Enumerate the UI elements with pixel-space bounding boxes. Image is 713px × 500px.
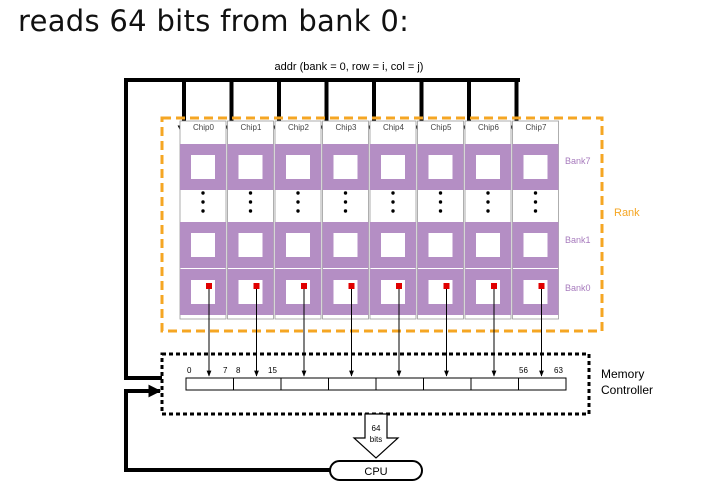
bank0-array	[370, 269, 416, 315]
ellipsis-dot	[201, 191, 205, 195]
chip-array: Chip0 Chip1 Chip2 Chip3 Chip4 Chip5 Chip6 Chip7	[179, 120, 559, 377]
bit-label-15: 15	[268, 366, 277, 375]
slide-heading: reads 64 bits from bank 0:	[18, 4, 410, 38]
bit-label-0: 0	[187, 366, 192, 375]
bank7-array	[227, 144, 274, 190]
ellipsis-dot	[438, 200, 443, 204]
ellipsis-dot	[248, 191, 253, 195]
bank1-array	[227, 222, 274, 268]
bank7-array	[417, 144, 464, 190]
bank0-label: Bank0	[565, 283, 591, 293]
transfer-arrow	[352, 413, 400, 459]
address-label: addr (bank = 0, row = i, col = j)	[275, 61, 424, 73]
bank0-array	[227, 269, 274, 315]
bit-label-63: 63	[554, 366, 563, 375]
bank7-array	[180, 144, 226, 190]
ellipsis-dot	[201, 200, 205, 204]
chip-5: Chip5	[417, 120, 464, 377]
ellipsis-dot	[486, 200, 490, 204]
chip-label: Chip6	[478, 123, 499, 132]
ellipsis-dot	[296, 209, 300, 213]
bank1-array	[512, 222, 559, 268]
bank1-array	[465, 222, 511, 268]
chip-6: Chip6	[464, 120, 512, 377]
bank7-array	[275, 144, 321, 190]
rank-box	[160, 116, 604, 333]
bank7-array	[512, 144, 559, 190]
bank1-array	[180, 222, 226, 268]
bank1-array	[275, 222, 321, 268]
bank0-array	[180, 269, 226, 315]
chip-1: Chip1	[227, 120, 274, 377]
ellipsis-dot	[486, 209, 490, 213]
ellipsis-dot	[533, 209, 538, 213]
ellipsis-dot	[343, 191, 348, 195]
bank1-array	[417, 222, 464, 268]
bank0-array	[322, 269, 369, 315]
ellipsis-dot	[391, 209, 395, 213]
selected-cell-marker	[301, 283, 307, 289]
bank7-array	[322, 144, 369, 190]
chip-label: Chip4	[383, 123, 404, 132]
rank-label: Rank	[614, 207, 640, 219]
bank1-array	[322, 222, 369, 268]
chip-label: Chip5	[431, 123, 452, 132]
cpu-label: CPU	[364, 466, 387, 478]
chip-label: Chip2	[288, 123, 309, 132]
transfer-label-line1: 64	[372, 424, 381, 433]
memory-controller-label-line1: Memory	[601, 367, 644, 381]
selected-cell-marker	[206, 283, 212, 289]
ellipsis-dot	[533, 191, 538, 195]
data-buffer	[185, 377, 567, 391]
ellipsis-dot	[533, 200, 538, 204]
selected-cell-marker	[538, 283, 545, 289]
bit-label-7: 7	[223, 366, 228, 375]
bank0-array	[512, 269, 559, 315]
selected-cell-marker	[253, 283, 260, 289]
ellipsis-dot	[296, 191, 300, 195]
bit-label-8: 8	[236, 366, 241, 375]
chip-2: Chip2	[274, 120, 322, 377]
selected-cell-marker	[348, 283, 355, 289]
bank1-array	[370, 222, 416, 268]
chip-label: Chip7	[526, 123, 547, 132]
bank0-array	[275, 269, 321, 315]
transfer-label-line2: bits	[370, 435, 382, 444]
ellipsis-dot	[486, 191, 490, 195]
selected-cell-marker	[443, 283, 450, 289]
selected-cell-marker	[491, 283, 497, 289]
ellipsis-dot	[296, 200, 300, 204]
ellipsis-dot	[391, 200, 395, 204]
ellipsis-dot	[343, 209, 348, 213]
chip-label: Chip3	[336, 123, 357, 132]
cpu-request-line	[124, 384, 332, 472]
bank7-label: Bank7	[565, 156, 591, 166]
ellipsis-dot	[438, 191, 443, 195]
chip-0: Chip0	[179, 120, 227, 377]
cpu-box	[329, 460, 423, 481]
ellipsis-dot	[248, 209, 253, 213]
bit-label-56: 56	[519, 366, 528, 375]
bank7-array	[370, 144, 416, 190]
controller-address-line	[124, 78, 520, 380]
chip-3: Chip3	[322, 120, 369, 377]
selected-cell-marker	[396, 283, 402, 289]
chip-7: Chip7	[512, 120, 559, 377]
memory-controller-label-line2: Controller	[601, 383, 653, 397]
chip-4: Chip4	[369, 120, 417, 377]
chip-label: Chip1	[241, 123, 262, 132]
chip-label: Chip0	[193, 123, 214, 132]
ellipsis-dot	[343, 200, 348, 204]
bank1-label: Bank1	[565, 235, 591, 245]
bank0-array	[417, 269, 464, 315]
ellipsis-dot	[438, 209, 443, 213]
bank0-array	[465, 269, 511, 315]
ellipsis-dot	[391, 191, 395, 195]
bank7-array	[465, 144, 511, 190]
ellipsis-dot	[248, 200, 253, 204]
ellipsis-dot	[201, 209, 205, 213]
